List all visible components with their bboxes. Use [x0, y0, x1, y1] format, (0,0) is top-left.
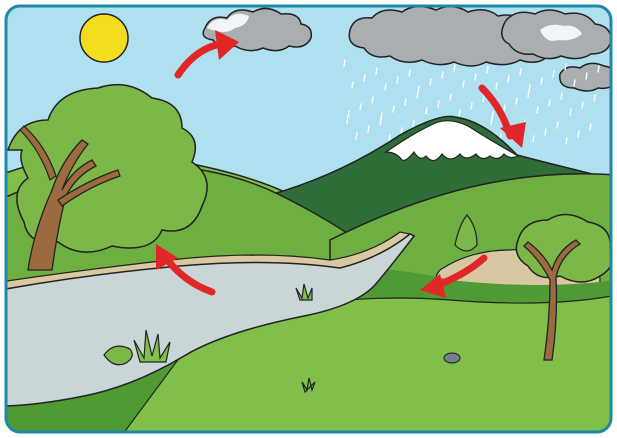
rain-streak — [545, 129, 546, 135]
rain-streak — [344, 60, 345, 66]
rain-streak — [417, 92, 418, 98]
rain-streak — [397, 77, 398, 83]
rain-streak — [352, 82, 353, 88]
rain-streak — [471, 103, 472, 109]
rain-streak — [594, 95, 595, 101]
rain-streak — [401, 128, 402, 134]
rain-streak — [405, 99, 406, 105]
rock — [444, 353, 460, 363]
rain-streak — [438, 101, 439, 107]
rain-streak — [574, 80, 575, 86]
rain-streak — [586, 73, 587, 79]
rain-streak — [442, 72, 443, 78]
rain-streak — [426, 108, 427, 114]
rain-streak — [347, 117, 348, 123]
rain-streak — [565, 64, 566, 70]
rain-streak — [582, 102, 583, 108]
rain-streak — [475, 74, 476, 80]
rain-streak — [430, 79, 431, 85]
rain-streak — [529, 85, 530, 91]
rain-streak — [496, 83, 497, 89]
rain-streak — [533, 136, 534, 142]
rain-streak — [578, 131, 579, 137]
rain-streak — [454, 65, 455, 71]
rain-streak — [541, 78, 542, 84]
rain-streak — [393, 106, 394, 112]
rain-streak — [348, 111, 349, 117]
rain-streak — [487, 67, 488, 73]
rain-streak — [516, 98, 517, 104]
rain-streak — [520, 69, 521, 75]
rain-streak — [549, 100, 550, 106]
rain-streak — [508, 76, 509, 82]
rain-streak — [537, 107, 538, 113]
rain-streak — [566, 138, 567, 144]
rain-streak — [380, 119, 381, 125]
rain-streak — [504, 105, 505, 111]
rain-streak — [413, 121, 414, 127]
rain-streak — [553, 71, 554, 77]
rain-streak — [459, 110, 460, 116]
rain-streak — [360, 104, 361, 110]
rain-streak — [368, 126, 369, 132]
rain-streak — [450, 94, 451, 100]
rain-streak — [385, 84, 386, 90]
sun — [80, 14, 128, 62]
rain-streak — [463, 81, 464, 87]
rain-streak — [372, 97, 373, 103]
rain-streak — [570, 109, 571, 115]
rain-streak — [376, 68, 377, 74]
rain-streak — [491, 118, 492, 124]
rain-streak — [492, 112, 493, 118]
rain-streak — [561, 93, 562, 99]
rain-streak — [598, 66, 599, 72]
rain-streak — [356, 133, 357, 139]
rain-streak — [528, 91, 529, 97]
rain-streak — [381, 113, 382, 119]
rain-streak — [418, 86, 419, 92]
rain-streak — [364, 75, 365, 81]
rain-streak — [557, 122, 558, 128]
rain-streak — [389, 135, 390, 141]
rain-streak — [409, 70, 410, 76]
rain-streak — [590, 124, 591, 130]
rain-streak — [483, 96, 484, 102]
